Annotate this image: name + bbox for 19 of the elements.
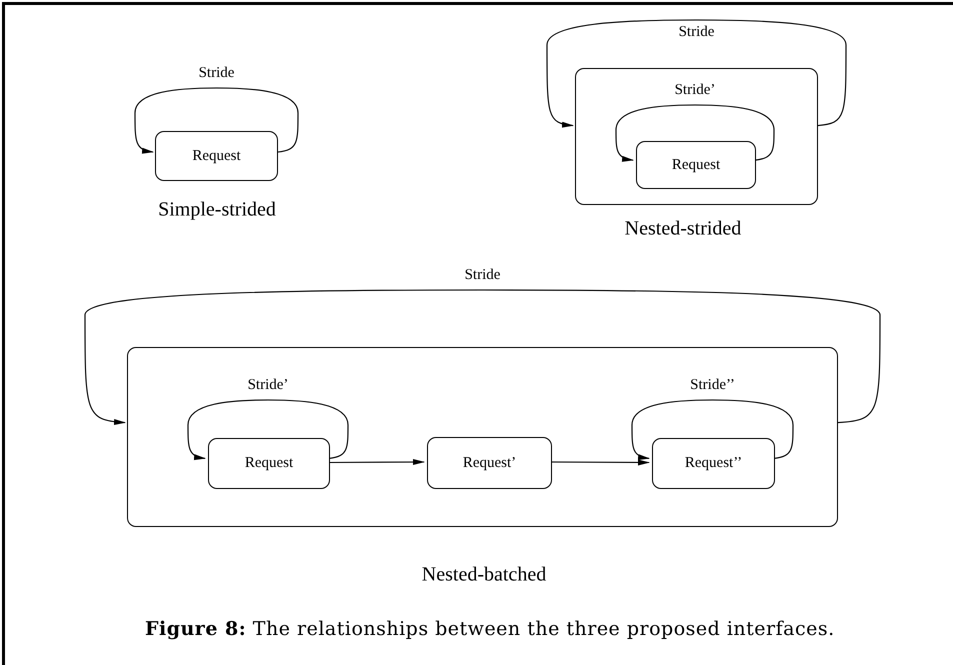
loop-arrow (631, 399, 794, 460)
process-box: Request (155, 131, 278, 181)
process-box: Request (636, 141, 756, 189)
loop-arrow (546, 19, 847, 128)
group-box (127, 347, 838, 527)
process-box: Request’’ (652, 438, 775, 489)
group-caption: Nested-strided (624, 218, 742, 240)
loop-arrow (187, 399, 349, 460)
group-caption: Simple-strided (158, 198, 276, 222)
loop-arrow (615, 104, 775, 162)
figure-caption: Figure 8: The relationships between the three proposed interfaces. (145, 618, 835, 640)
group-box (575, 68, 818, 205)
arrow (551, 459, 650, 466)
process-box: Request (208, 438, 330, 489)
loop-arrow (134, 87, 299, 154)
arrow (329, 459, 425, 466)
process-box: Request’ (427, 437, 552, 489)
loop-arrow (84, 289, 881, 425)
group-caption: Nested-batched (422, 564, 546, 586)
